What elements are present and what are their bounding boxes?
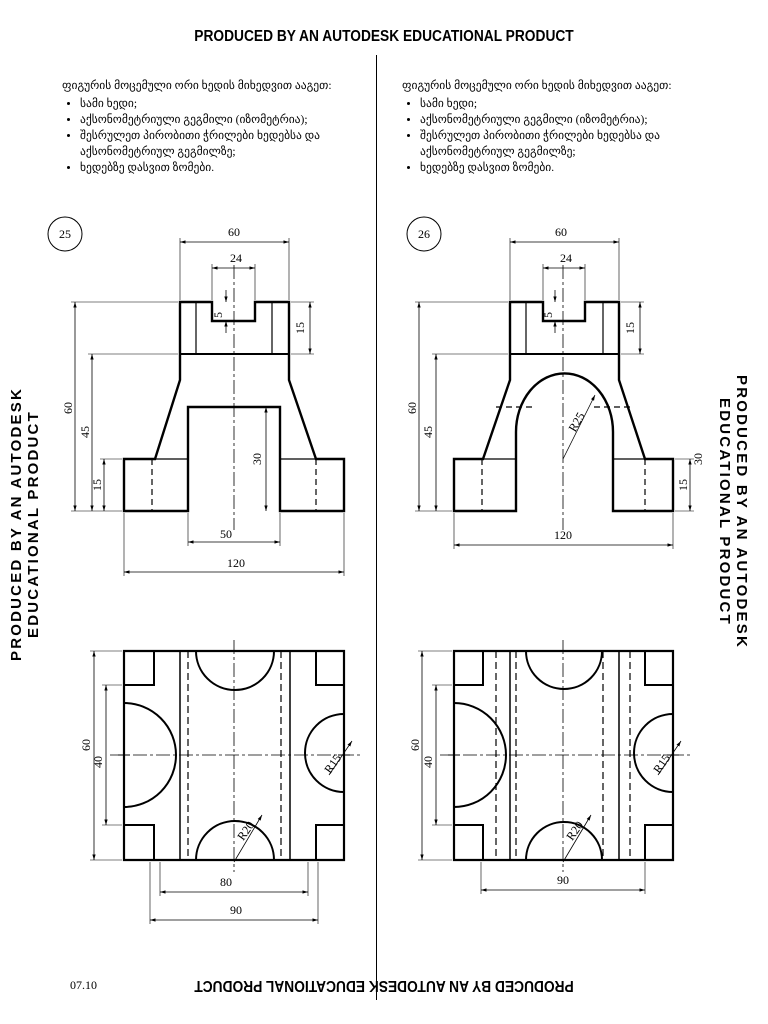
dim-label: 120: [227, 556, 245, 570]
instructions-list: სამი ხედი; აქსონომეტრიული გეგმილი (იზომე…: [62, 96, 352, 176]
task-26: 26: [405, 216, 705, 894]
task-number-circle: [47, 216, 83, 252]
instruction-item: აქსონომეტრიული გეგმილი (იზომეტრია);: [420, 112, 692, 128]
dim-label: R25: [565, 410, 587, 434]
instruction-item: სამი ხედი;: [420, 96, 692, 112]
instruction-item: ხედებზე დასვით ზომები.: [420, 160, 692, 176]
dim-label: 24: [560, 251, 572, 265]
instruction-item: შესრულეთ პირობითი ჭრილები ხედებსა და აქს…: [80, 128, 352, 160]
dim-label: 120: [554, 528, 572, 542]
dim-label: 60: [79, 739, 93, 751]
front-view: [71, 238, 346, 576]
dim-label: 15: [293, 322, 307, 334]
dim-label: 15: [623, 322, 637, 334]
dim-label: 90: [557, 873, 569, 887]
dim-label: 60: [228, 225, 240, 239]
dim-label: 60: [61, 402, 75, 414]
dim-label: 60: [405, 402, 419, 414]
dim-label: 80: [220, 875, 232, 889]
dim-label: 15: [90, 479, 104, 491]
dim-label: 60: [555, 225, 567, 239]
dim-label: 5: [541, 312, 555, 318]
dim-label: 60: [408, 739, 422, 751]
dim-label: 30: [250, 453, 264, 465]
dim-label: 45: [78, 426, 92, 438]
dim-label: 50: [220, 527, 232, 541]
instruction-item: აქსონომეტრიული გეგმილი (იზომეტრია);: [80, 112, 352, 128]
instructions-list: სამი ხედი; აქსონომეტრიული გეგმილი (იზომე…: [402, 96, 692, 176]
task-number: 25: [59, 227, 71, 241]
instruction-item: შესრულეთ პირობითი ჭრილები ხედებსა და აქს…: [420, 128, 692, 160]
task-number-circle: [406, 216, 442, 252]
instruction-item: ხედებზე დასვით ზომები.: [80, 160, 352, 176]
dim-label: 15: [676, 479, 690, 491]
dim-label: 5: [211, 312, 225, 318]
plan-view: [90, 640, 360, 924]
dim-label: 24: [230, 251, 242, 265]
instructions-lead: ფიგურის მოცემული ორი ხედის მიხედვით ააგე…: [62, 80, 332, 92]
watermark-top: PRODUCED BY AN AUTODESK EDUCATIONAL PROD…: [194, 28, 574, 45]
dim-label: 90: [230, 903, 242, 917]
task-25: 25: [47, 216, 360, 924]
page-divider: [376, 55, 377, 1000]
footer-code: 07.10: [70, 978, 97, 992]
task-number: 26: [418, 227, 430, 241]
dim-label: 40: [91, 756, 105, 768]
front-view: [415, 238, 694, 549]
instructions-lead: ფიგურის მოცემული ორი ხედის მიხედვით ააგე…: [402, 80, 672, 92]
plan-view: [418, 640, 690, 894]
dim-label: R20: [234, 818, 257, 842]
instructions-left: ფიგურის მოცემული ორი ხედის მიხედვით ააგე…: [62, 78, 352, 176]
instruction-item: სამი ხედი;: [80, 96, 352, 112]
instructions-right: ფიგურის მოცემული ორი ხედის მიხედვით ააგე…: [402, 78, 692, 176]
dim-label: 30: [691, 453, 705, 465]
dim-label: 45: [421, 426, 435, 438]
dim-label: 40: [421, 756, 435, 768]
